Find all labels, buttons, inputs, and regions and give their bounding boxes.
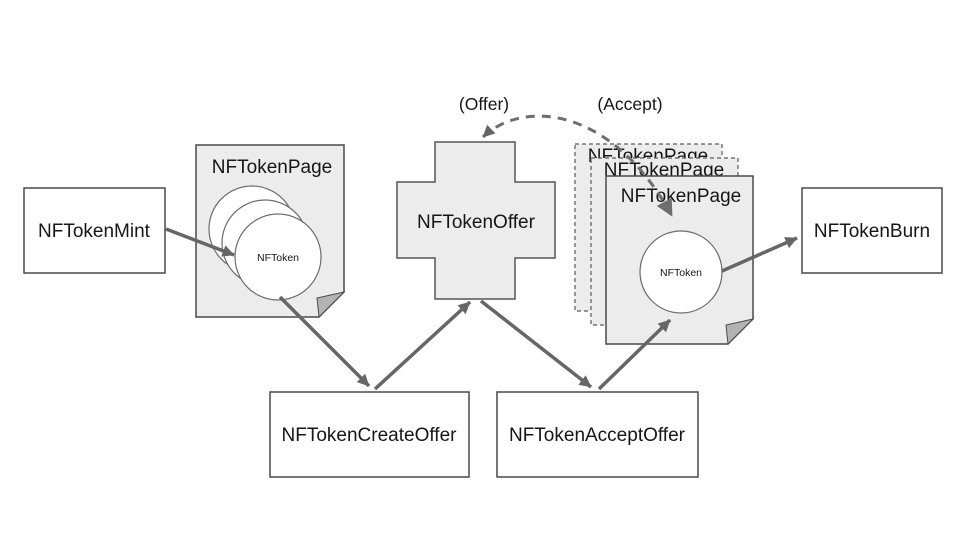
- offer-node: NFTokenOffer: [396, 141, 556, 300]
- accept-annotation: (Accept): [597, 94, 662, 114]
- mint-node: NFTokenMint: [23, 187, 166, 274]
- arrow-page-to-create-offer: [278, 295, 371, 388]
- page-fold-icon: [316, 291, 346, 319]
- accept-offer-node: NFTokenAcceptOffer: [496, 391, 699, 478]
- burn-box: [801, 187, 943, 274]
- create-offer-node: NFTokenCreateOffer: [269, 391, 470, 478]
- accept-offer-label: NFTokenAcceptOffer: [509, 425, 686, 446]
- mint-box: [23, 187, 166, 274]
- arrow-accept-offer-to-page: [597, 318, 672, 391]
- arrow-offer-accept-dashed-arc: [481, 114, 674, 217]
- page-right-token-label: NFToken: [660, 267, 702, 279]
- accept-offer-box: [496, 391, 699, 478]
- offer-label: NFTokenOffer: [417, 212, 536, 233]
- arrow-page-to-burn: [721, 236, 798, 273]
- mint-label: NFTokenMint: [38, 221, 151, 242]
- burn-node: NFTokenBurn: [801, 187, 943, 274]
- arrow-mint-to-page: [165, 227, 235, 257]
- arrow-offer-to-accept-offer: [479, 299, 593, 389]
- nftoken-circle-front: [234, 213, 322, 301]
- offer-annotation: (Offer): [459, 94, 509, 114]
- nftoken-circle-right: [639, 230, 723, 314]
- page-left-title: NFTokenPage: [212, 157, 332, 178]
- page-right-front-title: NFTokenPage: [621, 186, 741, 207]
- arrow-create-offer-to-offer: [373, 300, 472, 391]
- page-fold-icon: [725, 318, 755, 346]
- create-offer-label: NFTokenCreateOffer: [282, 425, 458, 446]
- create-offer-box: [269, 391, 470, 478]
- burn-label: NFTokenBurn: [814, 221, 930, 242]
- page-left-token-label: NFToken: [257, 252, 299, 264]
- flow-arrows: [165, 227, 798, 391]
- page-right-stack: NFTokenPage NFTokenPage NFTokenPage NFTo…: [574, 143, 755, 346]
- page-left-node: NFTokenPage NFToken: [195, 144, 346, 319]
